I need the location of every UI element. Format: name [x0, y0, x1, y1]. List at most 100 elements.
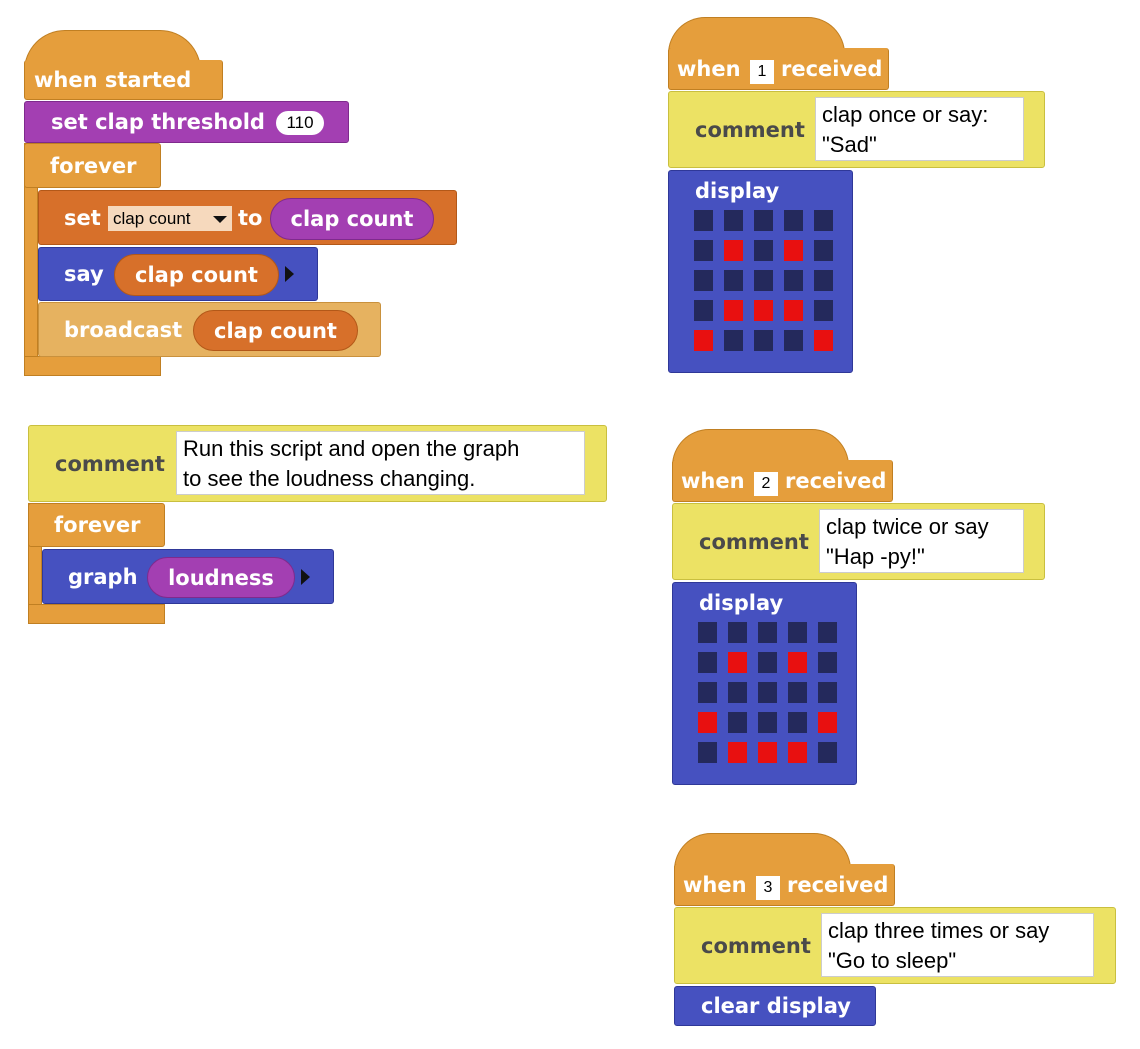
- forever-label: forever: [50, 153, 137, 178]
- received-label: received: [785, 469, 887, 493]
- led-cell[interactable]: [698, 712, 717, 733]
- loudness-reporter-label: loudness: [168, 565, 274, 590]
- led-cell[interactable]: [728, 622, 747, 643]
- led-cell[interactable]: [728, 682, 747, 703]
- led-cell[interactable]: [814, 240, 833, 261]
- led-matrix[interactable]: [694, 210, 833, 351]
- clap-count-reporter[interactable]: clap count: [193, 310, 358, 351]
- forever-foot: [28, 604, 165, 624]
- led-cell[interactable]: [694, 300, 713, 321]
- broadcast-label: broadcast: [64, 317, 183, 342]
- clear-display-label: clear display: [701, 994, 851, 1018]
- led-cell[interactable]: [788, 682, 807, 703]
- led-cell[interactable]: [694, 210, 713, 231]
- led-cell[interactable]: [784, 210, 803, 231]
- variable-dropdown-value: clap count: [113, 208, 191, 228]
- led-cell[interactable]: [784, 270, 803, 291]
- led-cell[interactable]: [754, 300, 773, 321]
- when-started-label: when started: [34, 67, 192, 92]
- led-cell[interactable]: [698, 742, 717, 763]
- led-cell[interactable]: [814, 210, 833, 231]
- variable-dropdown[interactable]: clap count: [108, 206, 232, 231]
- clap-count-reporter[interactable]: clap count: [114, 254, 279, 296]
- set-clap-threshold-label: set clap threshold: [51, 110, 265, 134]
- led-cell[interactable]: [694, 330, 713, 351]
- led-cell[interactable]: [724, 270, 743, 291]
- message-input[interactable]: 3: [756, 876, 780, 900]
- led-cell[interactable]: [758, 712, 777, 733]
- led-cell[interactable]: [788, 742, 807, 763]
- led-cell[interactable]: [728, 652, 747, 673]
- led-cell[interactable]: [818, 622, 837, 643]
- comment-text-field[interactable]: clap once or say: "Sad": [815, 97, 1024, 161]
- led-cell[interactable]: [698, 682, 717, 703]
- expand-arrow-icon[interactable]: [285, 266, 294, 282]
- led-cell[interactable]: [784, 300, 803, 321]
- led-cell[interactable]: [694, 270, 713, 291]
- led-cell[interactable]: [758, 682, 777, 703]
- led-cell[interactable]: [754, 210, 773, 231]
- expand-arrow-icon[interactable]: [301, 569, 310, 585]
- hat-cap: [674, 833, 851, 870]
- led-cell[interactable]: [788, 712, 807, 733]
- threshold-value-input[interactable]: 110: [276, 111, 324, 135]
- led-cell[interactable]: [758, 622, 777, 643]
- led-cell[interactable]: [698, 652, 717, 673]
- when-started-block[interactable]: when started: [24, 60, 223, 100]
- comment-text-field[interactable]: Run this script and open the graph to se…: [176, 431, 585, 495]
- when-received-block[interactable]: when: [674, 864, 895, 906]
- led-cell[interactable]: [694, 240, 713, 261]
- led-cell[interactable]: [788, 652, 807, 673]
- led-cell[interactable]: [728, 712, 747, 733]
- comment-label: comment: [701, 933, 811, 958]
- led-cell[interactable]: [724, 330, 743, 351]
- led-matrix[interactable]: [698, 622, 837, 763]
- hat-cap: [668, 17, 845, 54]
- led-cell[interactable]: [758, 742, 777, 763]
- to-label: to: [238, 206, 263, 230]
- received-label: received: [787, 873, 889, 897]
- forever-block[interactable]: forever: [28, 503, 165, 547]
- when-label: when: [677, 56, 741, 81]
- led-cell[interactable]: [754, 270, 773, 291]
- message-input[interactable]: 1: [750, 60, 774, 84]
- forever-block[interactable]: forever: [24, 143, 161, 188]
- clap-count-reporter[interactable]: clap count: [270, 198, 434, 240]
- led-cell[interactable]: [818, 742, 837, 763]
- led-cell[interactable]: [724, 210, 743, 231]
- led-cell[interactable]: [728, 742, 747, 763]
- forever-label: forever: [54, 513, 141, 537]
- loudness-reporter[interactable]: loudness: [147, 557, 295, 598]
- display-label: display: [699, 591, 784, 615]
- comment-label: comment: [55, 451, 165, 476]
- led-cell[interactable]: [754, 240, 773, 261]
- led-cell[interactable]: [698, 622, 717, 643]
- comment-label: comment: [699, 529, 809, 554]
- led-cell[interactable]: [814, 300, 833, 321]
- led-cell[interactable]: [784, 240, 803, 261]
- display-label: display: [695, 179, 780, 203]
- led-cell[interactable]: [788, 622, 807, 643]
- led-cell[interactable]: [814, 270, 833, 291]
- clap-count-reporter-label: clap count: [290, 207, 414, 231]
- comment-text-field[interactable]: clap three times or say "Go to sleep": [821, 913, 1094, 977]
- comment-text-field[interactable]: clap twice or say "Hap -py!": [819, 509, 1024, 573]
- when-label: when: [683, 872, 747, 897]
- when-label: when: [681, 468, 745, 493]
- clear-display-block[interactable]: clear display: [674, 986, 876, 1026]
- led-cell[interactable]: [818, 682, 837, 703]
- message-input[interactable]: 2: [754, 472, 778, 496]
- led-cell[interactable]: [814, 330, 833, 351]
- led-cell[interactable]: [784, 330, 803, 351]
- when-received-block[interactable]: when: [672, 460, 893, 502]
- led-cell[interactable]: [758, 652, 777, 673]
- led-cell[interactable]: [724, 240, 743, 261]
- set-label: set: [64, 205, 101, 230]
- received-label: received: [781, 57, 883, 81]
- when-received-block[interactable]: when: [668, 48, 889, 90]
- led-cell[interactable]: [818, 652, 837, 673]
- led-cell[interactable]: [724, 300, 743, 321]
- clap-count-reporter-label: clap count: [214, 318, 337, 343]
- led-cell[interactable]: [754, 330, 773, 351]
- led-cell[interactable]: [818, 712, 837, 733]
